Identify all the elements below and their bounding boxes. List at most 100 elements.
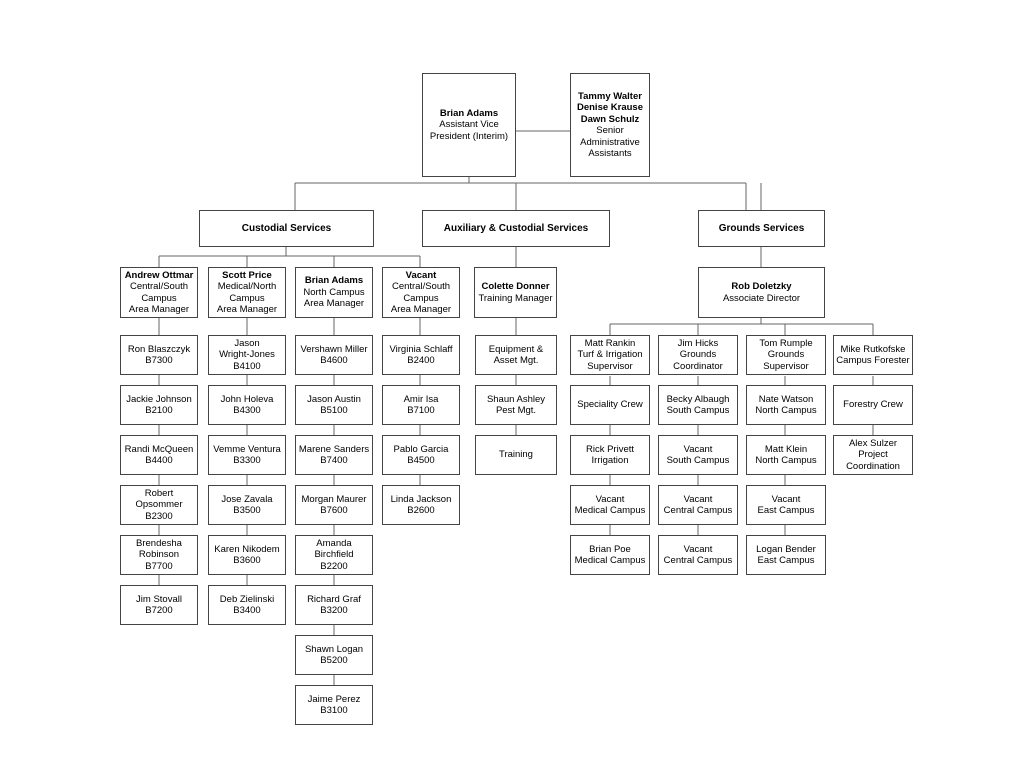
node-name: Colette Donner — [481, 281, 550, 292]
staff-line: Training — [499, 449, 533, 461]
staff-line: North Campus — [755, 455, 817, 466]
staff-line: B2400 — [407, 355, 435, 366]
staff-line: B7400 — [320, 455, 348, 466]
staff-line: Randi McQueen — [124, 443, 194, 455]
staff-line: B5100 — [320, 405, 348, 416]
staff-line: B3100 — [320, 705, 348, 716]
staff-line: Amanda — [316, 537, 352, 549]
staff-box: Training — [475, 435, 557, 475]
staff-line: B3600 — [233, 555, 261, 566]
node-name: Denise Krause — [576, 102, 643, 113]
dept-custodial-services: Custodial Services — [199, 210, 374, 247]
dept-grounds-services: Grounds Services — [698, 210, 825, 247]
node-title: Campus — [141, 292, 177, 304]
staff-line: B3200 — [320, 605, 348, 616]
node-title: Area Manager — [390, 304, 452, 315]
staff-line: Equipment & — [488, 343, 544, 355]
staff-line: Supervisor — [587, 360, 633, 372]
staff-line: Wright-Jones — [219, 349, 275, 361]
staff-line: B2600 — [407, 505, 435, 516]
staff-line: East Campus — [757, 505, 815, 516]
node-title: Area Manager — [303, 298, 365, 310]
node-title: Area Manager — [128, 304, 190, 315]
staff-line: Turf & Irrigation — [577, 349, 643, 361]
staff-line: B2200 — [320, 560, 348, 572]
staff-line: B7100 — [407, 405, 435, 416]
dept-label: Grounds Services — [718, 222, 805, 234]
staff-line: Central Campus — [663, 505, 733, 516]
staff-line: Logan Bender — [756, 543, 816, 555]
dept-auxiliary-custodial-services: Auxiliary & Custodial Services — [422, 210, 610, 247]
node-name: Tammy Walter — [578, 90, 642, 102]
staff-line: Morgan Maurer — [301, 493, 367, 505]
staff-line: B3500 — [233, 505, 261, 516]
staff-line: Shawn Logan — [304, 643, 364, 655]
node-andrew-ottmar: Andrew Ottmar Central/South Campus Area … — [120, 267, 198, 318]
staff-line: Grounds — [679, 349, 717, 361]
dept-label: Auxiliary & Custodial Services — [443, 222, 589, 234]
staff-line: John Holeva — [220, 393, 274, 405]
staff-line: Alex Sulzer — [848, 437, 898, 449]
staff-line: Vacant — [683, 443, 713, 455]
staff-line: Forestry Crew — [843, 399, 903, 411]
staff-line: Pablo Garcia — [393, 443, 449, 455]
staff-line: B4600 — [320, 355, 348, 366]
staff-line: Deb Zielinski — [219, 593, 275, 605]
staff-line: Birchfield — [314, 549, 354, 561]
node-title: North Campus — [303, 286, 365, 298]
node-senior-administrative-assistants: Tammy Walter Denise Krause Dawn Schulz S… — [570, 73, 650, 177]
staff-line: Coordination — [846, 460, 900, 472]
staff-line: Virginia Schlaff — [389, 343, 453, 355]
staff-line: Speciality Crew — [577, 399, 643, 411]
node-title: Assistant Vice — [439, 119, 499, 131]
dept-label: Custodial Services — [241, 222, 332, 234]
staff-line: B7600 — [320, 505, 348, 516]
node-rob-doletzky: Rob Doletzky Associate Director — [698, 267, 825, 318]
staff-line: Vacant — [595, 493, 625, 505]
staff-line: B7200 — [145, 605, 173, 616]
staff-line: B4400 — [145, 455, 173, 466]
staff-box: Forestry Crew — [833, 385, 913, 425]
staff-line: B7300 — [145, 355, 173, 366]
staff-line: B7700 — [145, 560, 173, 572]
staff-line: North Campus — [755, 405, 817, 416]
staff-line: Coordinator — [673, 360, 723, 372]
staff-line: Brian Poe — [589, 543, 631, 555]
node-name: Scott Price — [222, 269, 272, 281]
staff-line: Medical Campus — [574, 555, 646, 566]
staff-line: Jim Stovall — [136, 593, 182, 605]
staff-line: Amir Isa — [403, 393, 439, 405]
staff-line: Vacant — [683, 493, 713, 505]
node-title: President (Interim) — [429, 130, 509, 142]
node-title: Assistants — [588, 148, 632, 159]
staff-line: Vemme Ventura — [213, 443, 281, 455]
staff-line: Matt Klein — [764, 443, 808, 455]
staff-line: B4300 — [233, 405, 261, 416]
staff-line: Opsommer — [135, 499, 183, 511]
node-title: Training Manager — [478, 292, 553, 304]
